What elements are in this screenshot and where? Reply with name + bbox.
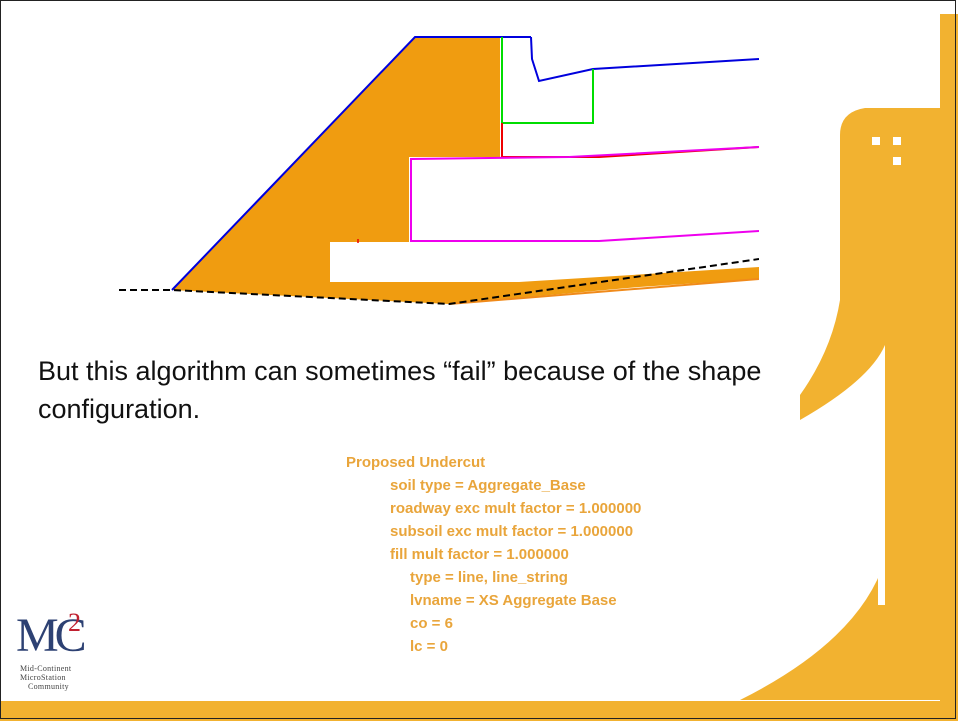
property-subsoil-factor: subsoil exc mult factor = 1.000000 bbox=[390, 523, 634, 540]
logo-mark: MC bbox=[16, 609, 87, 662]
property-co: co = 6 bbox=[410, 615, 453, 632]
swoosh-shape bbox=[740, 108, 940, 700]
property-type: type = line, line_string bbox=[410, 569, 568, 586]
property-roadway-factor: roadway exc mult factor = 1.000000 bbox=[390, 500, 642, 517]
property-soil-type: soil type = Aggregate_Base bbox=[390, 477, 586, 494]
square-dot-1 bbox=[872, 137, 880, 145]
swoosh-notch bbox=[878, 525, 885, 605]
property-lvname: lvname = XS Aggregate Base bbox=[410, 592, 617, 609]
mc2-logo: MC 2 Mid-Continent MicroStation Communit… bbox=[16, 608, 106, 694]
orange-bottom-line bbox=[448, 278, 759, 305]
property-fill-factor: fill mult factor = 1.000000 bbox=[390, 546, 569, 563]
logo-line-3: Community bbox=[28, 682, 69, 691]
blue-surface-line bbox=[530, 36, 759, 83]
cross-section-diagram bbox=[119, 17, 759, 342]
logo-line-2: MicroStation bbox=[20, 673, 66, 682]
magenta-layer-line bbox=[410, 146, 759, 242]
right-edge-bar bbox=[940, 14, 958, 704]
logo-backdrop bbox=[87, 568, 215, 688]
body-text: But this algorithm can sometimes “fail” … bbox=[38, 356, 762, 424]
logo-line-1: Mid-Continent bbox=[20, 664, 72, 673]
properties-heading: Proposed Undercut bbox=[346, 454, 486, 471]
properties-list: Proposed Undercut soil type = Aggregate_… bbox=[346, 451, 641, 658]
green-layer-line bbox=[501, 37, 594, 124]
fill-region bbox=[172, 37, 759, 304]
square-dot-2 bbox=[893, 137, 901, 145]
bottom-accent-bar bbox=[0, 701, 958, 721]
existing-ground-dashed-line bbox=[119, 258, 759, 306]
logo-superscript: 2 bbox=[68, 608, 81, 637]
property-lc: lc = 0 bbox=[410, 638, 448, 655]
blue-slope-line bbox=[171, 36, 531, 291]
square-dot-3 bbox=[893, 157, 901, 165]
